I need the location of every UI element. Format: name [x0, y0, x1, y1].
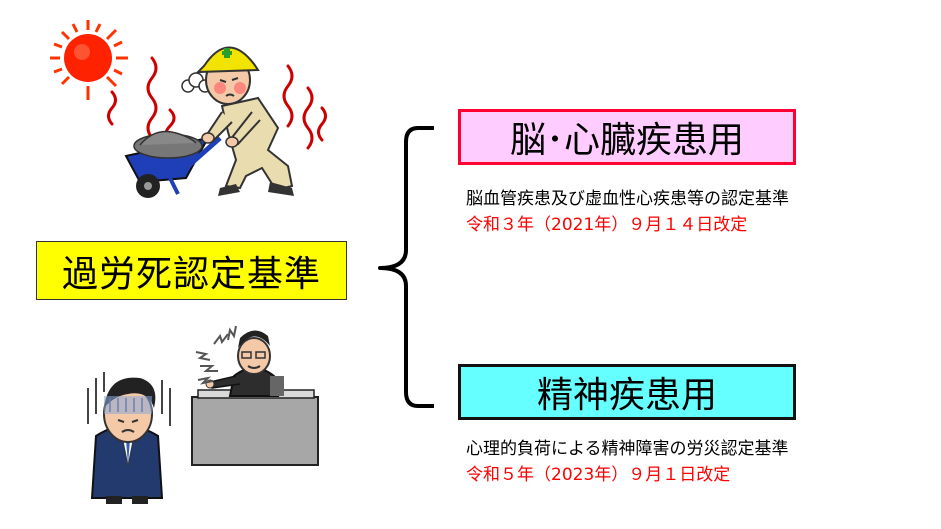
- gloom-lines: [87, 372, 171, 426]
- mental-revision-date: 令和５年（2023年）９月１日改定: [466, 465, 731, 485]
- main-title-box: 過労死認定基準: [36, 241, 347, 300]
- mental-category-box: 精神疾患用: [458, 364, 796, 420]
- anger-lines: [195, 325, 237, 385]
- mental-description: 心理的負荷による精神障害の労災認定基準: [466, 439, 789, 459]
- sun-icon: [50, 20, 128, 100]
- main-title: 過労死認定基準: [61, 253, 321, 295]
- mental-category-title: 精神疾患用: [536, 375, 717, 416]
- desk: [191, 396, 319, 466]
- worker-wheelbarrow-heat-illustration: [50, 20, 327, 198]
- scolded-office-worker-illustration: [87, 325, 319, 504]
- cardio-category-title: 脳･心臓疾患用: [509, 120, 744, 161]
- sad-employee: [90, 377, 164, 504]
- wheelbarrow: [124, 130, 222, 198]
- cardio-category-box: 脳･心臓疾患用: [458, 109, 796, 165]
- cardio-description: 脳血管疾患及び虚血性心疾患等の認定基準: [466, 189, 789, 209]
- heat-waves: [107, 56, 327, 160]
- curly-bracket: [378, 126, 434, 408]
- worker: [195, 46, 294, 196]
- cardio-revision-date: 令和３年（2021年）９月１４日改定: [466, 215, 748, 235]
- boss: [205, 330, 284, 397]
